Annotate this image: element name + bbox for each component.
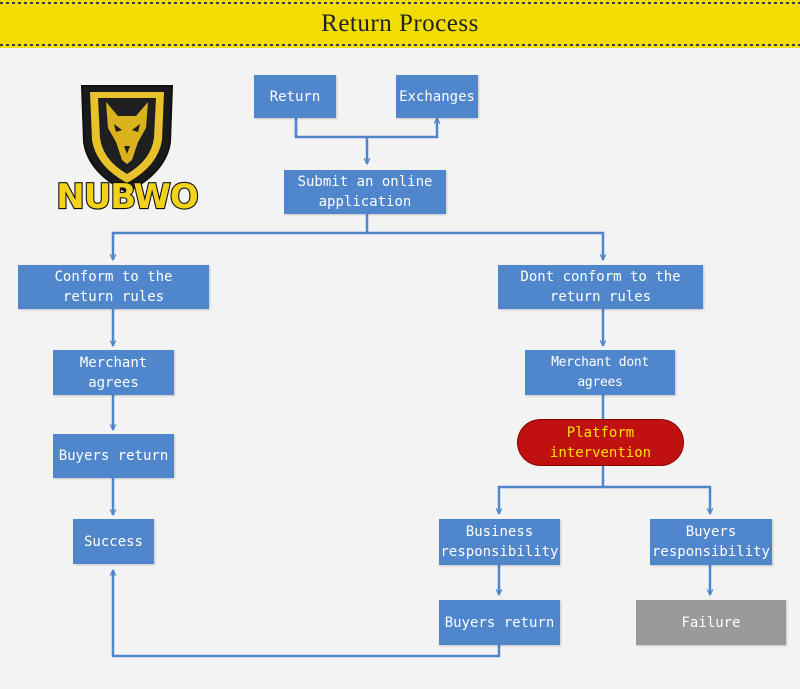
buyers-responsibility-box: Buyers responsibility bbox=[650, 519, 772, 565]
page-title: Return Process bbox=[321, 10, 479, 37]
dont-conform-rules-box: Dont conform to the return rules bbox=[498, 265, 703, 309]
merchant-agrees-box: Merchant agrees bbox=[53, 350, 174, 395]
failure-box: Failure bbox=[636, 600, 786, 645]
platform-intervention-box: Platform intervention bbox=[518, 420, 683, 465]
buyers-return-right-box: Buyers return bbox=[439, 600, 560, 645]
exchanges-box: Exchanges bbox=[396, 75, 478, 118]
connector-return-to-submit bbox=[294, 118, 437, 139]
title-banner: Return Process bbox=[0, 0, 800, 48]
merchant-dont-agrees-box: Merchant dont agrees bbox=[525, 350, 675, 395]
submit-application-box: Submit an online application bbox=[284, 170, 446, 214]
svg-text:NUBWO: NUBWO bbox=[56, 177, 198, 216]
return-box: Return bbox=[254, 75, 336, 118]
connector-platform-to-split bbox=[499, 465, 605, 514]
buyers-return-left-box: Buyers return bbox=[53, 434, 174, 478]
connector-submit-split-left bbox=[113, 214, 369, 260]
connector-submit-split-right bbox=[367, 231, 603, 260]
success-box: Success bbox=[73, 519, 154, 564]
conform-rules-box: Conform to the return rules bbox=[18, 265, 209, 309]
business-responsibility-box: Business responsibility bbox=[439, 519, 560, 565]
brand-logo: NUBWO bbox=[55, 85, 200, 216]
connector-return-to-success bbox=[113, 570, 501, 658]
connector-platform-to-buyers-resp bbox=[603, 485, 710, 514]
